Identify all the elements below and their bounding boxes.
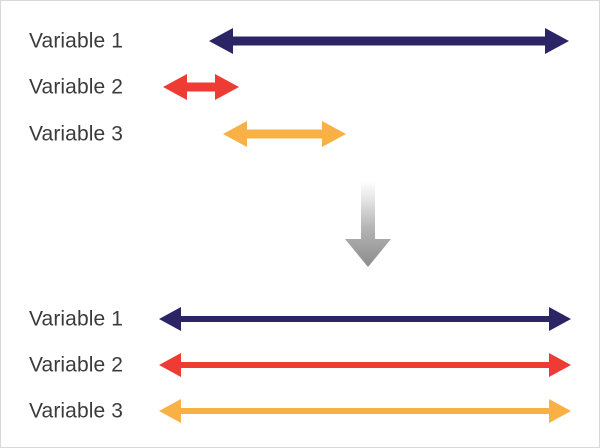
label-before-variable-3: Variable 3: [29, 122, 124, 146]
down-arrow-icon: [341, 181, 395, 269]
label-after-variable-2: Variable 2: [29, 353, 124, 377]
label-after-variable-1: Variable 1: [29, 307, 124, 331]
label-before-variable-2: Variable 2: [29, 75, 124, 99]
arrow-before-variable-3: [223, 119, 346, 149]
arrow-before-variable-2: [163, 72, 239, 102]
arrow-before-variable-1: [209, 26, 569, 56]
label-before-variable-1: Variable 1: [29, 29, 124, 53]
arrow-after-variable-1: [159, 305, 571, 333]
label-after-variable-3: Variable 3: [29, 399, 124, 423]
arrow-after-variable-2: [159, 351, 571, 379]
arrow-after-variable-3: [159, 397, 571, 425]
